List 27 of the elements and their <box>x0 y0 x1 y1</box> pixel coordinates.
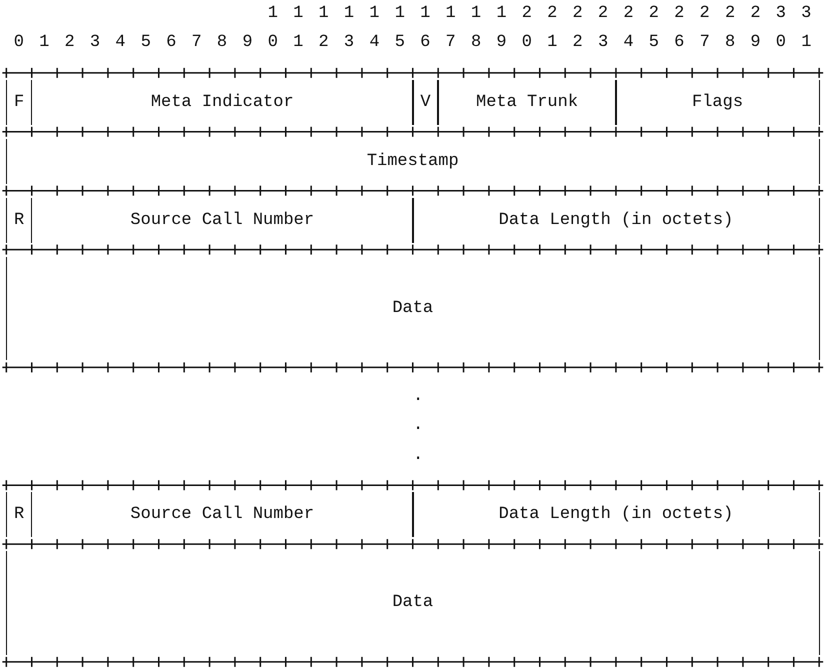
continuation-dot: . <box>413 446 424 466</box>
field-name: Data Length (in octets) <box>498 210 734 230</box>
continuation-dot: . <box>413 386 424 407</box>
field-name: Flags <box>692 92 744 112</box>
field-name: Timestamp <box>366 152 459 171</box>
packet-field <box>615 80 820 125</box>
field-name: Data <box>392 298 434 318</box>
field-name: R <box>14 210 24 230</box>
packet-field <box>6 551 820 655</box>
field-name: R <box>14 505 24 524</box>
field-name: Data <box>392 593 434 612</box>
field-name: F <box>14 92 24 112</box>
field-name: Meta Indicator <box>150 92 294 112</box>
packet-field <box>412 80 439 125</box>
field-name: Source Call Number <box>130 505 314 524</box>
field-name: V <box>420 92 431 112</box>
bit-number-row: 0 1 2 3 4 5 6 7 8 9 0 1 2 3 4 5 6 7 8 9 0 1 2 3 4 5 6 7 8 9 0 1 <box>14 33 814 54</box>
packet-field <box>412 492 820 538</box>
packet-field <box>6 138 820 184</box>
bit-number-row: 1 1 1 1 1 1 1 1 1 1 2 2 2 2 2 2 2 2 2 2 3 3 <box>268 4 814 24</box>
field-name: Meta Trunk <box>476 92 578 112</box>
field-name: Source Call Number <box>130 210 314 230</box>
continuation-dot: . <box>413 416 424 436</box>
field-name: Data Length (in octets) <box>498 505 734 524</box>
packet-field <box>412 198 820 243</box>
packet-field <box>6 256 820 360</box>
packet-field <box>437 80 617 125</box>
